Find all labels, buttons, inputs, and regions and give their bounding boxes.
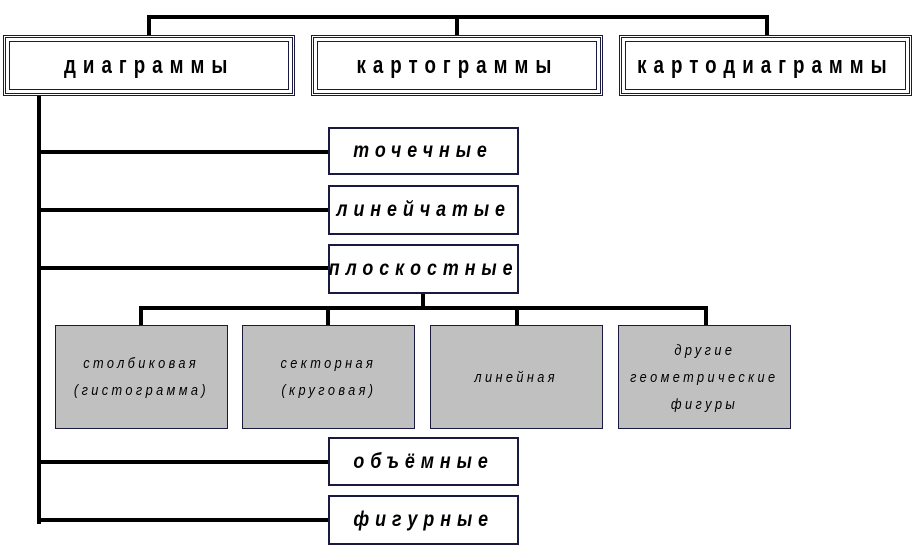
- planar-box-line: (гистограмма): [73, 382, 210, 399]
- type-box-label: плоскостные: [328, 257, 519, 280]
- type-box-point: точечные: [328, 127, 519, 175]
- planar-connector-drop-1: [139, 306, 143, 326]
- planar-connector-stem: [421, 294, 425, 309]
- top-box-label: картограммы: [356, 51, 558, 79]
- type-box-linear: линейчатые: [328, 185, 519, 235]
- top-connector-drop-2: [455, 15, 459, 37]
- planar-box-sector: секторная (круговая): [242, 325, 415, 429]
- planar-box-line: другие: [674, 341, 735, 359]
- planar-connector-drop-3: [515, 306, 519, 326]
- planar-box-line: геометрические: [630, 368, 779, 386]
- type-box-label: линейчатые: [336, 198, 511, 221]
- type-box-label: объёмные: [353, 449, 494, 473]
- planar-box-line: секторная: [280, 355, 377, 372]
- branch-linear: [37, 208, 329, 212]
- planar-box-line: (круговая): [280, 382, 377, 399]
- type-box-label: точечные: [353, 139, 494, 162]
- type-box-volume: объёмные: [328, 437, 519, 486]
- planar-box-bar: столбиковая (гистограмма): [55, 325, 228, 429]
- type-box-planar: плоскостные: [328, 244, 519, 294]
- top-connector-drop-3: [765, 15, 769, 37]
- type-box-label: фигурные: [353, 508, 494, 531]
- type-box-figure: фигурные: [328, 495, 519, 545]
- planar-box-linear: линейная: [430, 325, 603, 429]
- branch-figure: [37, 518, 329, 522]
- trunk-vertical: [37, 96, 41, 524]
- planar-box-line: линейная: [474, 368, 559, 386]
- planar-connector-horizontal: [139, 306, 708, 310]
- planar-box-line: столбиковая: [83, 355, 200, 372]
- top-box-cartograms: картограммы: [311, 35, 603, 96]
- planar-box-line: фигуры: [670, 395, 739, 413]
- top-box-label: диаграммы: [63, 51, 235, 79]
- planar-connector-drop-4: [704, 306, 708, 326]
- top-box-diagrams: диаграммы: [3, 35, 295, 96]
- top-connector-drop-1: [147, 15, 151, 37]
- planar-box-other: другие геометрические фигуры: [618, 325, 791, 429]
- branch-point: [37, 150, 329, 154]
- top-box-label: картодиаграммы: [637, 51, 894, 79]
- top-box-cartodiagrams: картодиаграммы: [619, 35, 912, 96]
- branch-planar: [37, 266, 329, 270]
- branch-volume: [37, 460, 329, 464]
- planar-connector-drop-2: [326, 306, 330, 326]
